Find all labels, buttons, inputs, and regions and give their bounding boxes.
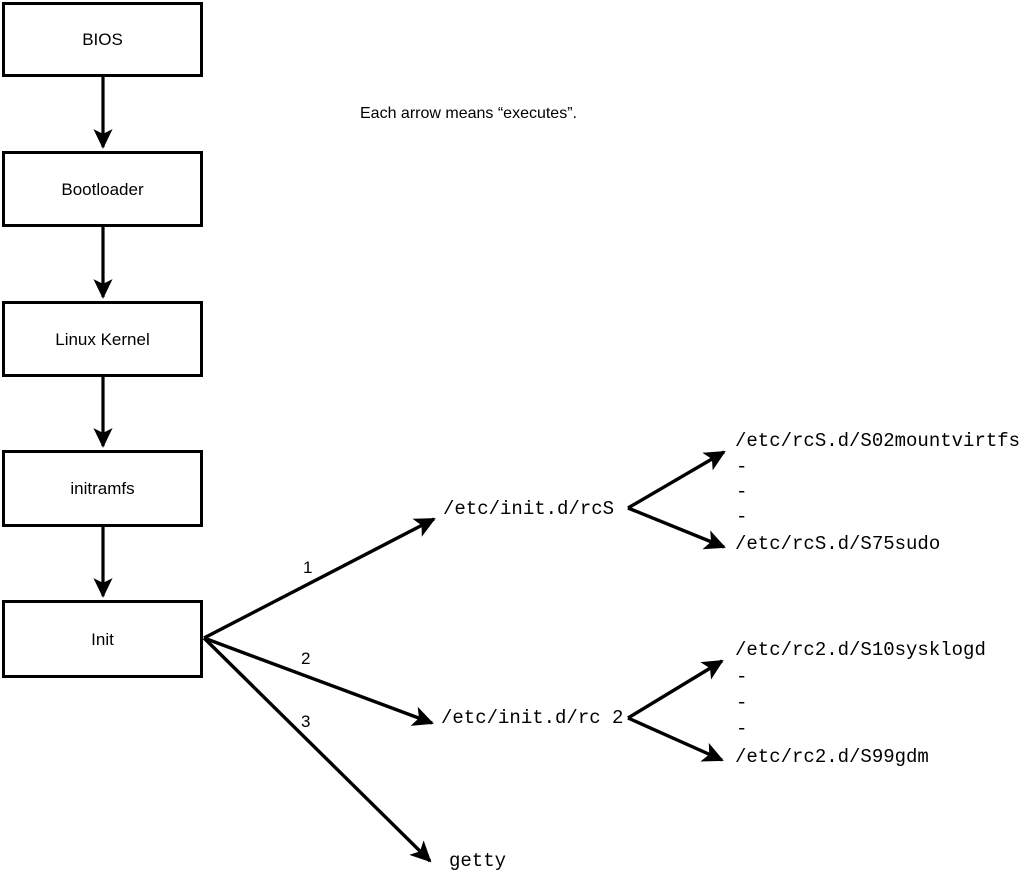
rc2-fanout-arrows xyxy=(627,659,724,762)
node-bios-label: BIOS xyxy=(82,30,123,49)
node-initramfs-label: initramfs xyxy=(70,479,135,498)
label-rc2-last-script[interactable]: /etc/rc2.d/S99gdm xyxy=(735,746,929,768)
rcs-fanout-arrows xyxy=(627,450,726,550)
init-fanout-arrows xyxy=(202,517,436,863)
node-linux-kernel[interactable]: Linux Kernel xyxy=(2,301,203,377)
branch-number-1: 1 xyxy=(303,558,313,577)
rcs-ellipsis-dash-3: - xyxy=(736,506,748,528)
label-rcs-last-script[interactable]: /etc/rcS.d/S75sudo xyxy=(735,533,941,555)
node-init[interactable]: Init xyxy=(2,600,203,678)
arrow-init-branch-3 xyxy=(202,636,432,863)
rc2-ellipsis-dash-3: - xyxy=(736,718,748,740)
label-etc-initd-rc2[interactable]: /etc/init.d/rc 2 xyxy=(441,707,624,729)
diagram-caption: Each arrow means “executes”. xyxy=(360,105,577,122)
branch-number-3: 3 xyxy=(301,712,311,731)
rcs-ellipsis-dash-1: - xyxy=(736,456,748,478)
arrow-rc2-to-last xyxy=(627,716,724,762)
branch-number-2: 2 xyxy=(301,649,311,668)
node-bootloader[interactable]: Bootloader xyxy=(2,151,203,227)
rc2-ellipsis-dash-1: - xyxy=(736,666,748,688)
node-init-label: Init xyxy=(91,629,114,649)
node-linux-kernel-label: Linux Kernel xyxy=(55,329,150,349)
arrow-init-branch-1 xyxy=(203,517,436,640)
node-initramfs[interactable]: initramfs xyxy=(2,450,203,527)
node-bootloader-label: Bootloader xyxy=(61,179,144,199)
rc2-ellipsis-dash-2: - xyxy=(736,692,748,714)
label-getty[interactable]: getty xyxy=(449,850,507,872)
label-rc2-first-script[interactable]: /etc/rc2.d/S10sysklogd xyxy=(735,639,986,661)
rcs-ellipsis-dash-2: - xyxy=(736,481,748,503)
node-bios[interactable]: BIOS xyxy=(2,2,203,77)
label-etc-initd-rcs[interactable]: /etc/init.d/rcS xyxy=(443,498,615,520)
arrow-rcs-to-last xyxy=(627,506,726,550)
arrow-init-branch-2 xyxy=(203,636,434,726)
arrow-rc2-to-first xyxy=(627,659,724,720)
arrow-rcs-to-first xyxy=(627,450,726,510)
label-rcs-first-script[interactable]: /etc/rcS.d/S02mountvirtfs xyxy=(735,430,1021,452)
